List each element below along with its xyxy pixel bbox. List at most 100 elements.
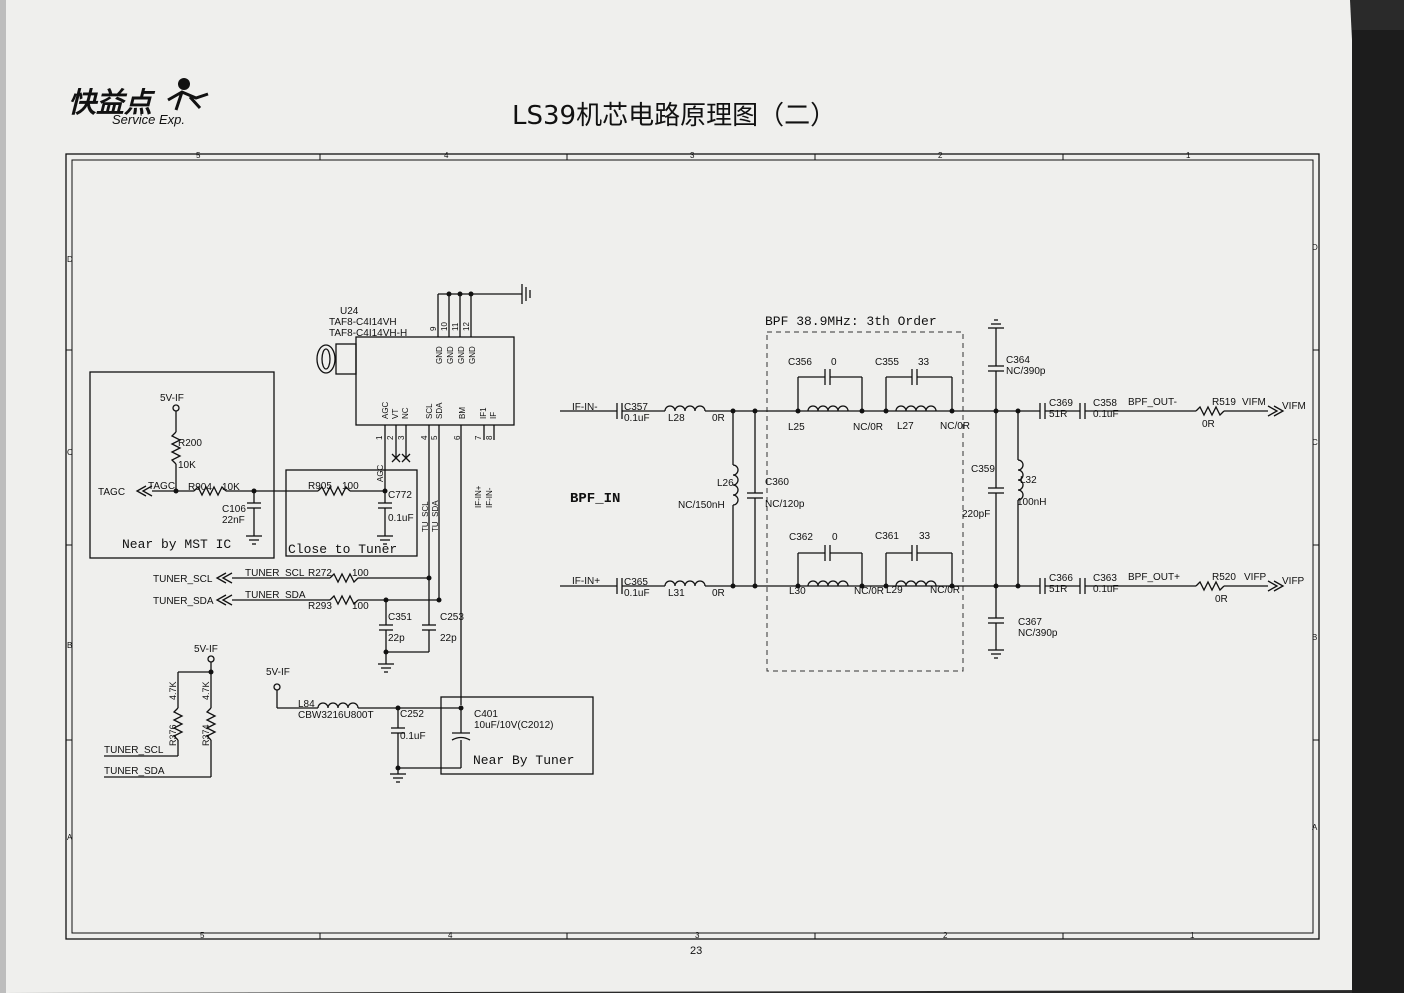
power-label: 5V-IF	[194, 644, 218, 655]
close-tuner-label: Close to Tuner	[288, 542, 397, 557]
l26-val: NC/150nH	[678, 500, 725, 511]
logo-text: 快益点	[68, 86, 156, 119]
c357-ref: C357	[624, 402, 648, 413]
vifp-port: VIFP	[1282, 576, 1305, 587]
r272-val: 100	[352, 568, 369, 579]
l25-val: NC/0R	[853, 422, 883, 433]
c364-val: NC/390p	[1006, 366, 1046, 377]
col-label: 2	[938, 151, 943, 160]
bpf-junctions	[730, 408, 1021, 589]
c367-val: NC/390p	[1018, 628, 1058, 639]
l29-ref: L29	[886, 585, 903, 596]
l28-val: 0R	[712, 413, 725, 424]
near-mst-label: Near by MST IC	[122, 537, 231, 552]
junction	[446, 291, 452, 297]
c363-val: 0.1uF	[1093, 584, 1119, 595]
c358-val: 0.1uF	[1093, 409, 1119, 420]
tuner-sda-net2: TUNER_SDA	[104, 766, 165, 777]
c358-ref: C358	[1093, 398, 1117, 409]
row-label: D	[1312, 243, 1318, 252]
col-label: 3	[690, 151, 695, 160]
c106-val: 22nF	[222, 515, 245, 526]
c772-ref: C772	[388, 490, 412, 501]
c356-ref: C356	[788, 357, 812, 368]
row-label: B	[67, 641, 72, 650]
u24-part2: TAF8-C4I14VH-H	[329, 328, 407, 339]
junction	[436, 597, 442, 603]
rf-connector-icon	[316, 343, 357, 375]
c365-ref: C365	[624, 577, 648, 588]
junction	[468, 291, 474, 297]
c369-ref: C369	[1049, 398, 1073, 409]
col-label: 1	[1190, 931, 1195, 940]
c359-ref: C359	[971, 464, 995, 475]
pin-name: GND	[468, 346, 477, 364]
c355-ref: C355	[875, 357, 899, 368]
r519-val: 0R	[1202, 419, 1215, 430]
r376-val: 4.7K	[168, 681, 178, 700]
net-label: AGC	[376, 464, 385, 482]
r904-val: 10K	[222, 482, 240, 493]
pin-name: IF	[489, 412, 498, 419]
junction	[173, 488, 179, 494]
c364-ref: C364	[1006, 355, 1030, 366]
r905-ref: R905	[308, 481, 332, 492]
u24-body	[355, 336, 515, 426]
net-label: TU_SCL	[421, 501, 430, 532]
row-label: C	[67, 448, 73, 457]
bpf-out-plus: BPF_OUT+	[1128, 572, 1180, 583]
inner-frame	[71, 159, 1314, 934]
near-mst-box	[89, 371, 275, 559]
col-label: 1	[1186, 151, 1191, 160]
pin-number: 5	[430, 435, 439, 440]
bpf-in-label: BPF_IN	[570, 491, 620, 507]
vifm-port: VIFM	[1282, 401, 1306, 412]
bpf-out-minus: BPF_OUT-	[1128, 397, 1177, 408]
c253-val: 22p	[440, 633, 457, 644]
c362-val: 0	[832, 532, 838, 543]
pin-number: 9	[429, 326, 438, 331]
r374-ref: R374	[201, 724, 211, 746]
pin-name: GND	[435, 346, 444, 364]
r520-val: 0R	[1215, 594, 1228, 605]
junction	[395, 765, 401, 771]
pin-name: SDA	[435, 402, 444, 419]
vifm-net: VIFM	[1242, 397, 1266, 408]
tuner-scl-net2: TUNER_SCL	[104, 745, 164, 756]
l30-val: NC/0R	[854, 586, 884, 597]
c357-val: 0.1uF	[624, 413, 650, 424]
c252-val: 0.1uF	[400, 731, 426, 742]
r905-val: 100	[342, 481, 359, 492]
c359-val: 220pF	[962, 509, 990, 520]
pin-name: GND	[446, 346, 455, 364]
tuner-scl-net: TUNER_SCL	[245, 568, 305, 579]
c355-val: 33	[918, 357, 930, 368]
left-binding-edge	[0, 0, 6, 993]
tuner-sda-port: TUNER_SDA	[153, 596, 214, 607]
border-ticks	[66, 154, 1319, 939]
c772-val: 0.1uF	[388, 513, 414, 524]
close-tuner-box	[285, 469, 418, 557]
outer-frame	[65, 153, 1320, 940]
l27-ref: L27	[897, 421, 914, 432]
c106-ref: C106	[222, 504, 246, 515]
if-in-minus: IF-IN-	[572, 402, 598, 413]
pin-number: 1	[375, 435, 384, 440]
r374-val: 4.7K	[201, 681, 211, 700]
l84-val: CBW3216U800T	[298, 710, 374, 721]
c361-ref: C361	[875, 531, 899, 542]
r520-ref: R520	[1212, 572, 1236, 583]
r519-ref: R519	[1212, 397, 1236, 408]
pin-number: 8	[485, 435, 494, 440]
l32-ref: L32	[1020, 475, 1037, 486]
pin-name: AGC	[381, 401, 390, 419]
l84-ref: L84	[298, 699, 315, 710]
row-label: A	[67, 833, 73, 842]
pin-name: NC	[401, 407, 410, 419]
pin-name: VT	[391, 409, 400, 419]
col-label: 3	[695, 931, 700, 940]
junction	[383, 597, 389, 603]
tuner-scl-port: TUNER_SCL	[153, 574, 213, 585]
power-label: 5V-IF	[266, 667, 290, 678]
c363-ref: C363	[1093, 573, 1117, 584]
